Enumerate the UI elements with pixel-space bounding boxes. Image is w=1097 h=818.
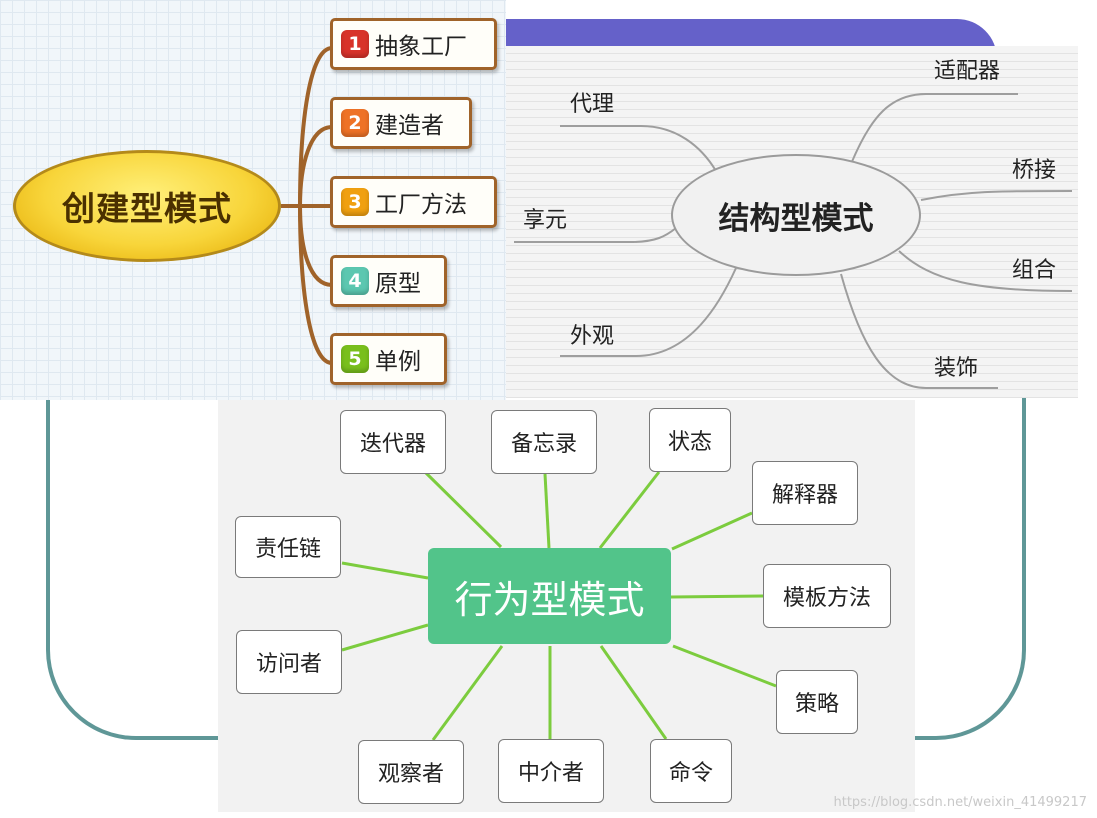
number-badge-3: 3 <box>341 188 369 216</box>
behavioral-node-template-method: 模板方法 <box>763 564 891 628</box>
branch-line-4 <box>298 205 333 287</box>
creational-item-factory-method: 3 工厂方法 <box>330 176 497 228</box>
behavioral-panel: 行为型模式 迭代器 备忘录 状态 解释器 模板方法 策略 命令 中介者 观察者 … <box>218 400 915 812</box>
structural-label-facade: 外观 <box>570 324 615 349</box>
number-badge-4: 4 <box>341 267 369 295</box>
line-command <box>599 645 668 740</box>
line-iterator <box>423 470 503 549</box>
branch-line-facade <box>560 267 737 357</box>
structural-label-flyweight: 享元 <box>523 208 568 233</box>
behavioral-node-state: 状态 <box>649 408 731 472</box>
structural-connectors <box>514 93 1073 389</box>
creational-connectors <box>281 46 333 365</box>
line-strategy <box>672 644 777 688</box>
line-chain <box>341 561 429 580</box>
creational-item-label: 原型 <box>375 271 421 297</box>
structural-label-proxy: 代理 <box>570 92 615 117</box>
structural-title: 结构型模式 <box>718 200 874 237</box>
creational-item-label: 建造者 <box>375 113 444 139</box>
branch-line-2 <box>298 125 333 207</box>
behavioral-node-strategy: 策略 <box>776 670 858 734</box>
watermark-text: https://blog.csdn.net/weixin_41499217 <box>833 795 1087 810</box>
structural-center-node: 结构型模式 <box>671 154 921 276</box>
line-visitor <box>341 623 429 652</box>
structural-panel: 结构型模式 代理 享元 外观 适配器 桥接 组合 装饰 <box>506 46 1078 398</box>
creational-title: 创建型模式 <box>62 189 232 228</box>
behavioral-node-interpreter: 解释器 <box>752 461 858 525</box>
number-badge-2: 2 <box>341 109 369 137</box>
creational-item-label: 单例 <box>375 349 421 375</box>
behavioral-title: 行为型模式 <box>454 577 645 622</box>
structural-label-bridge: 桥接 <box>1012 158 1057 183</box>
creational-item-label: 抽象工厂 <box>375 34 467 60</box>
behavioral-center-node: 行为型模式 <box>428 548 671 644</box>
creational-item-label: 工厂方法 <box>375 192 467 218</box>
structural-label-adapter: 适配器 <box>934 59 1001 84</box>
line-memento <box>543 473 551 549</box>
line-interpreter <box>671 511 753 551</box>
structural-label-decorator: 装饰 <box>934 356 979 381</box>
creational-item-singleton: 5 单例 <box>330 333 447 385</box>
branch-line-flyweight <box>514 227 677 243</box>
branch-line-composite <box>898 250 1073 292</box>
branch-line-bridge <box>920 190 1073 201</box>
branch-line-adapter <box>850 93 1018 165</box>
behavioral-node-chain-of-responsibility: 责任链 <box>235 516 341 578</box>
number-badge-5: 5 <box>341 345 369 373</box>
branch-line-decorator <box>840 273 998 389</box>
behavioral-node-iterator: 迭代器 <box>340 410 446 474</box>
line-template-method <box>670 594 764 599</box>
behavioral-node-memento: 备忘录 <box>491 410 597 474</box>
behavioral-node-mediator: 中介者 <box>498 739 604 803</box>
behavioral-node-command: 命令 <box>650 739 732 803</box>
line-observer <box>431 645 504 741</box>
behavioral-node-visitor: 访问者 <box>236 630 342 694</box>
behavioral-connectors <box>341 470 777 741</box>
creational-item-abstract-factory: 1 抽象工厂 <box>330 18 497 70</box>
line-state <box>598 471 661 549</box>
behavioral-node-observer: 观察者 <box>358 740 464 804</box>
structural-label-composite: 组合 <box>1012 258 1057 283</box>
creational-item-prototype: 4 原型 <box>330 255 447 307</box>
creational-item-builder: 2 建造者 <box>330 97 472 149</box>
creational-center-node: 创建型模式 <box>13 150 281 262</box>
branch-line-proxy <box>560 125 717 172</box>
creational-panel: 创建型模式 1 抽象工厂 2 建造者 3 工厂方法 4 原型 5 单例 <box>0 0 506 400</box>
number-badge-1: 1 <box>341 30 369 58</box>
branch-line-5 <box>298 205 333 365</box>
